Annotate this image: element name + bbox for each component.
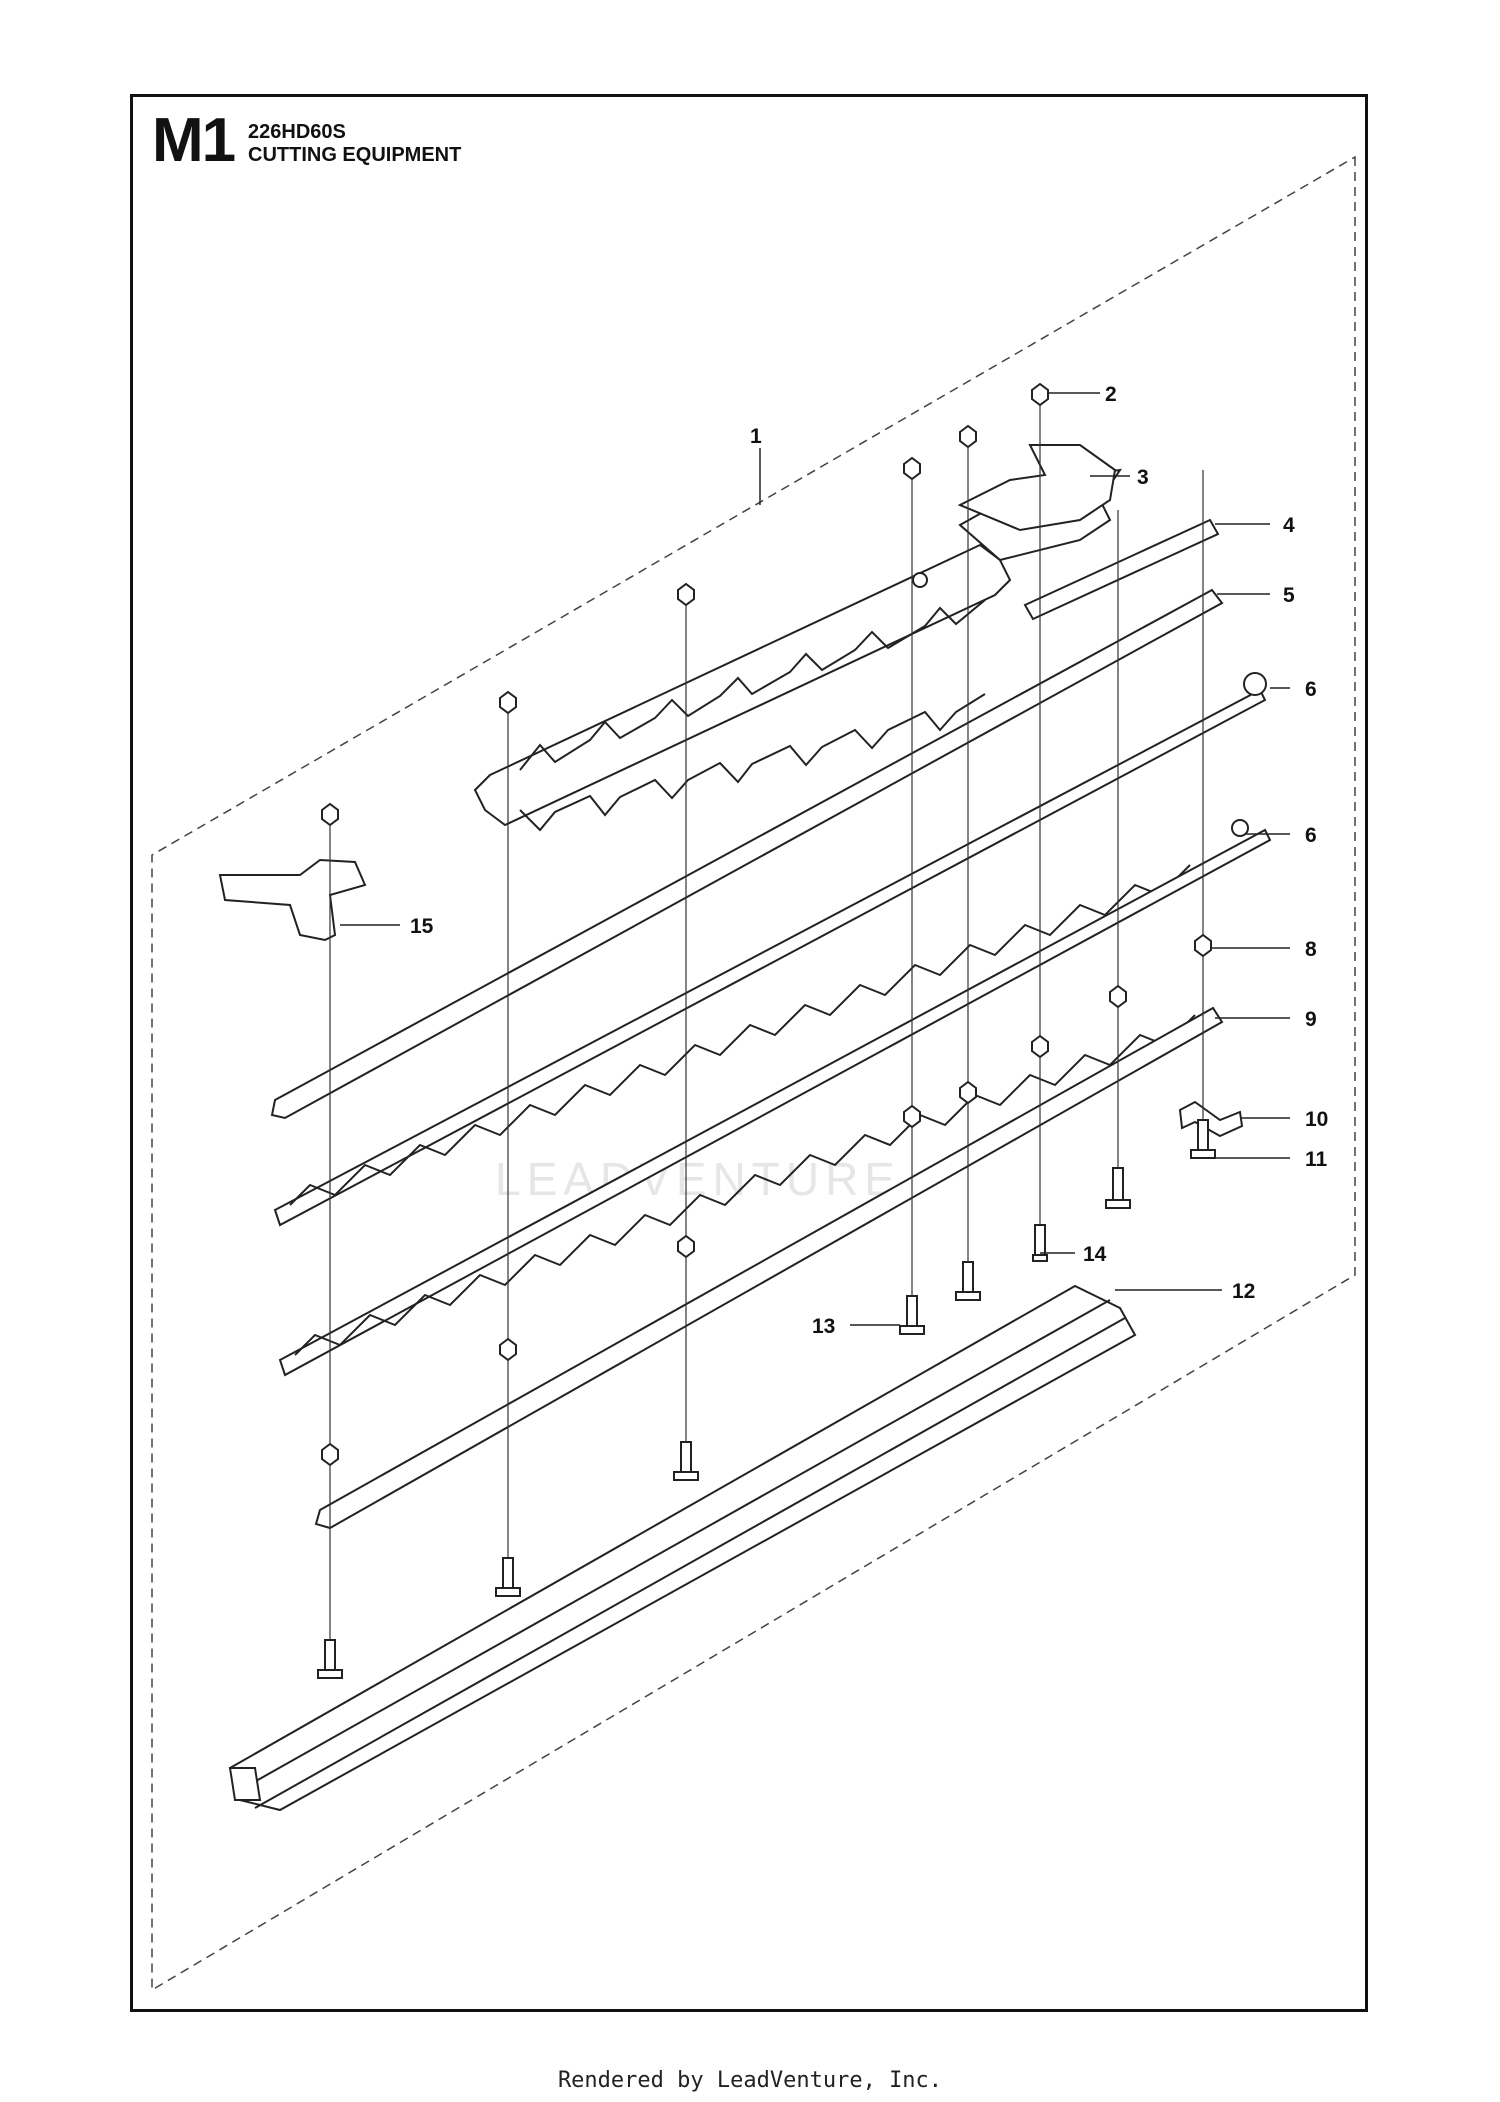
- callout-15: 15: [410, 915, 434, 938]
- callout-11: 11: [1305, 1148, 1328, 1171]
- callout-8: 8: [1305, 938, 1317, 961]
- callout-4: 4: [1283, 514, 1295, 537]
- callout-14: 14: [1083, 1243, 1107, 1266]
- model-number: 226HD60S: [248, 121, 346, 143]
- strip-part-9: [314, 1006, 1224, 1530]
- callout-3: 3: [1137, 466, 1149, 489]
- callout-6-upper: 6: [1305, 678, 1317, 701]
- callout-labels: 1 2 3 4 5 6 6 8 9 10 11 12 13 14 15: [410, 383, 1328, 1338]
- callout-9: 9: [1305, 1008, 1317, 1031]
- callout-2: 2: [1105, 383, 1117, 406]
- nut-hardware: [321, 382, 1212, 1467]
- callout-1: 1: [750, 425, 762, 448]
- callout-13: 13: [812, 1315, 835, 1338]
- guide-bar: [228, 1284, 1137, 1812]
- drawing-frame: [130, 94, 1368, 2012]
- bolt-hardware: [317, 1119, 1216, 1679]
- guide-plate: [957, 444, 1117, 532]
- footer-credit: Rendered by LeadVenture, Inc.: [557, 2068, 943, 2093]
- callout-12: 12: [1232, 1280, 1255, 1303]
- callout-5: 5: [1283, 584, 1295, 607]
- callout-10: 10: [1305, 1108, 1328, 1131]
- assembly-lines: [329, 398, 1204, 1660]
- lower-blades: [273, 672, 1272, 1377]
- assembly-outline: [151, 155, 1356, 1992]
- guard-part-15: [218, 858, 367, 942]
- sheet-code: M1: [152, 106, 236, 175]
- strip-part-4: [1023, 518, 1220, 621]
- callout-6-lower: 6: [1305, 824, 1317, 847]
- strip-part-5: [270, 588, 1224, 1120]
- leader-lines: [340, 392, 1290, 1326]
- diagram-title: CUTTING EQUIPMENT: [248, 144, 462, 166]
- bracket-part-10: [1178, 1100, 1244, 1138]
